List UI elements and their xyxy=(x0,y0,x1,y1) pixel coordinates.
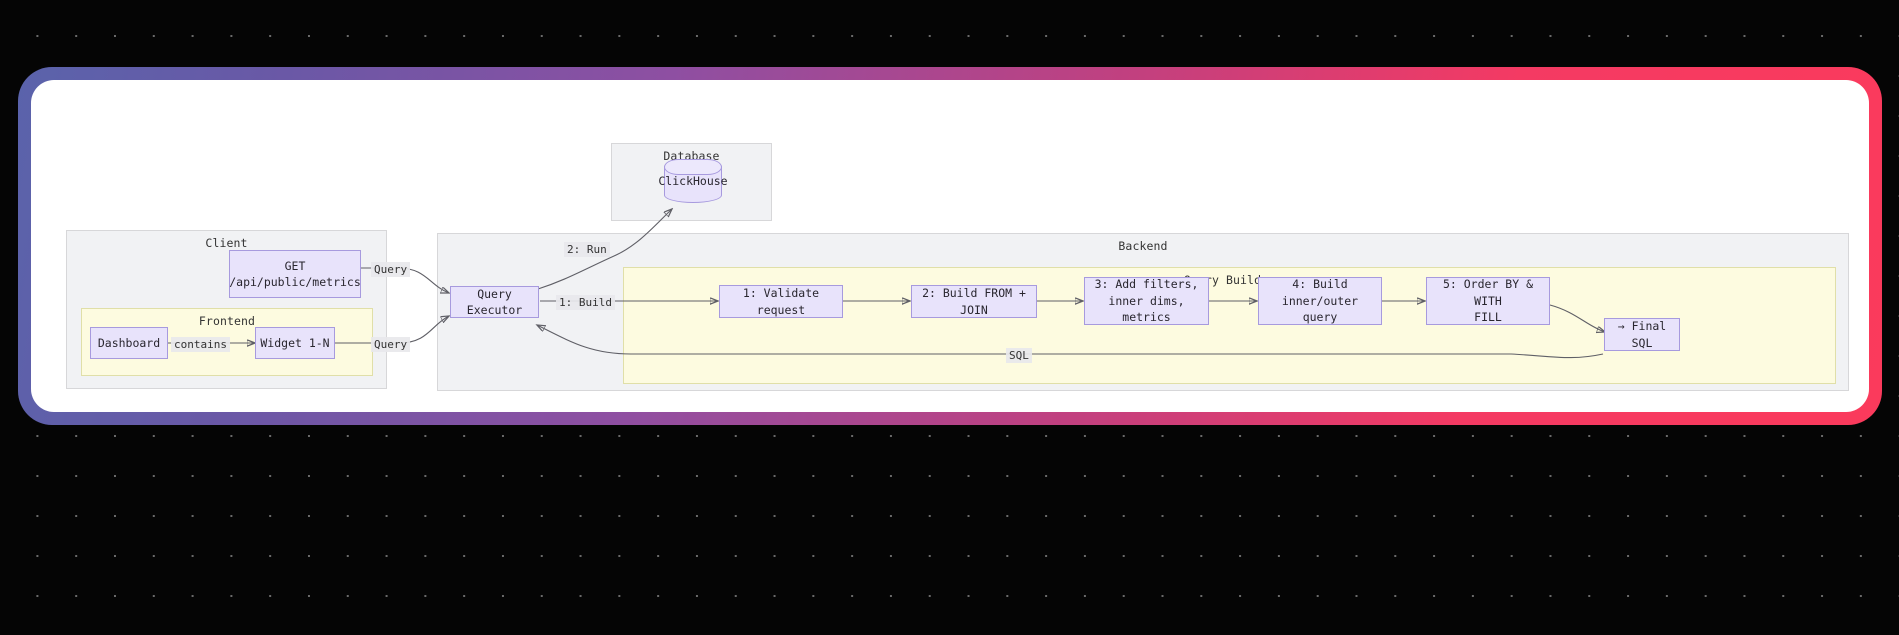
group-frontend-label: Frontend xyxy=(198,314,256,328)
node-clickhouse-database[interactable]: ClickHouse xyxy=(658,159,728,203)
edge-label-run: 2: Run xyxy=(564,242,610,257)
node-step-2-build-from-join[interactable]: 2: Build FROM + JOIN xyxy=(911,285,1037,318)
edge-label-build: 1: Build xyxy=(556,295,615,310)
gradient-frame: Database Client Frontend Backend Query B… xyxy=(18,67,1882,425)
diagram-canvas: Database Client Frontend Backend Query B… xyxy=(31,80,1869,412)
node-widget[interactable]: Widget 1-N xyxy=(255,327,335,359)
edge-label-sql: SQL xyxy=(1006,348,1032,363)
node-step-3-add-filters[interactable]: 3: Add filters, inner dims, metrics xyxy=(1084,277,1209,325)
node-api-endpoint[interactable]: GET /api/public/metrics xyxy=(229,250,361,298)
edge-label-query-top: Query xyxy=(371,262,411,277)
edge-label-query-bottom: Query xyxy=(371,337,411,352)
node-query-executor[interactable]: Query Executor xyxy=(450,286,539,318)
group-client-label: Client xyxy=(205,236,248,250)
node-step-1-validate-request[interactable]: 1: Validate request xyxy=(719,285,843,318)
node-final-sql[interactable]: → Final SQL xyxy=(1604,318,1680,351)
node-dashboard[interactable]: Dashboard xyxy=(90,327,168,359)
edge-label-contains: contains xyxy=(171,337,230,352)
node-step-5-order-by-with-fill[interactable]: 5: Order BY & WITH FILL xyxy=(1426,277,1550,325)
node-step-4-build-inner-outer-query[interactable]: 4: Build inner/outer query xyxy=(1258,277,1382,325)
group-backend-label: Backend xyxy=(1118,239,1168,253)
